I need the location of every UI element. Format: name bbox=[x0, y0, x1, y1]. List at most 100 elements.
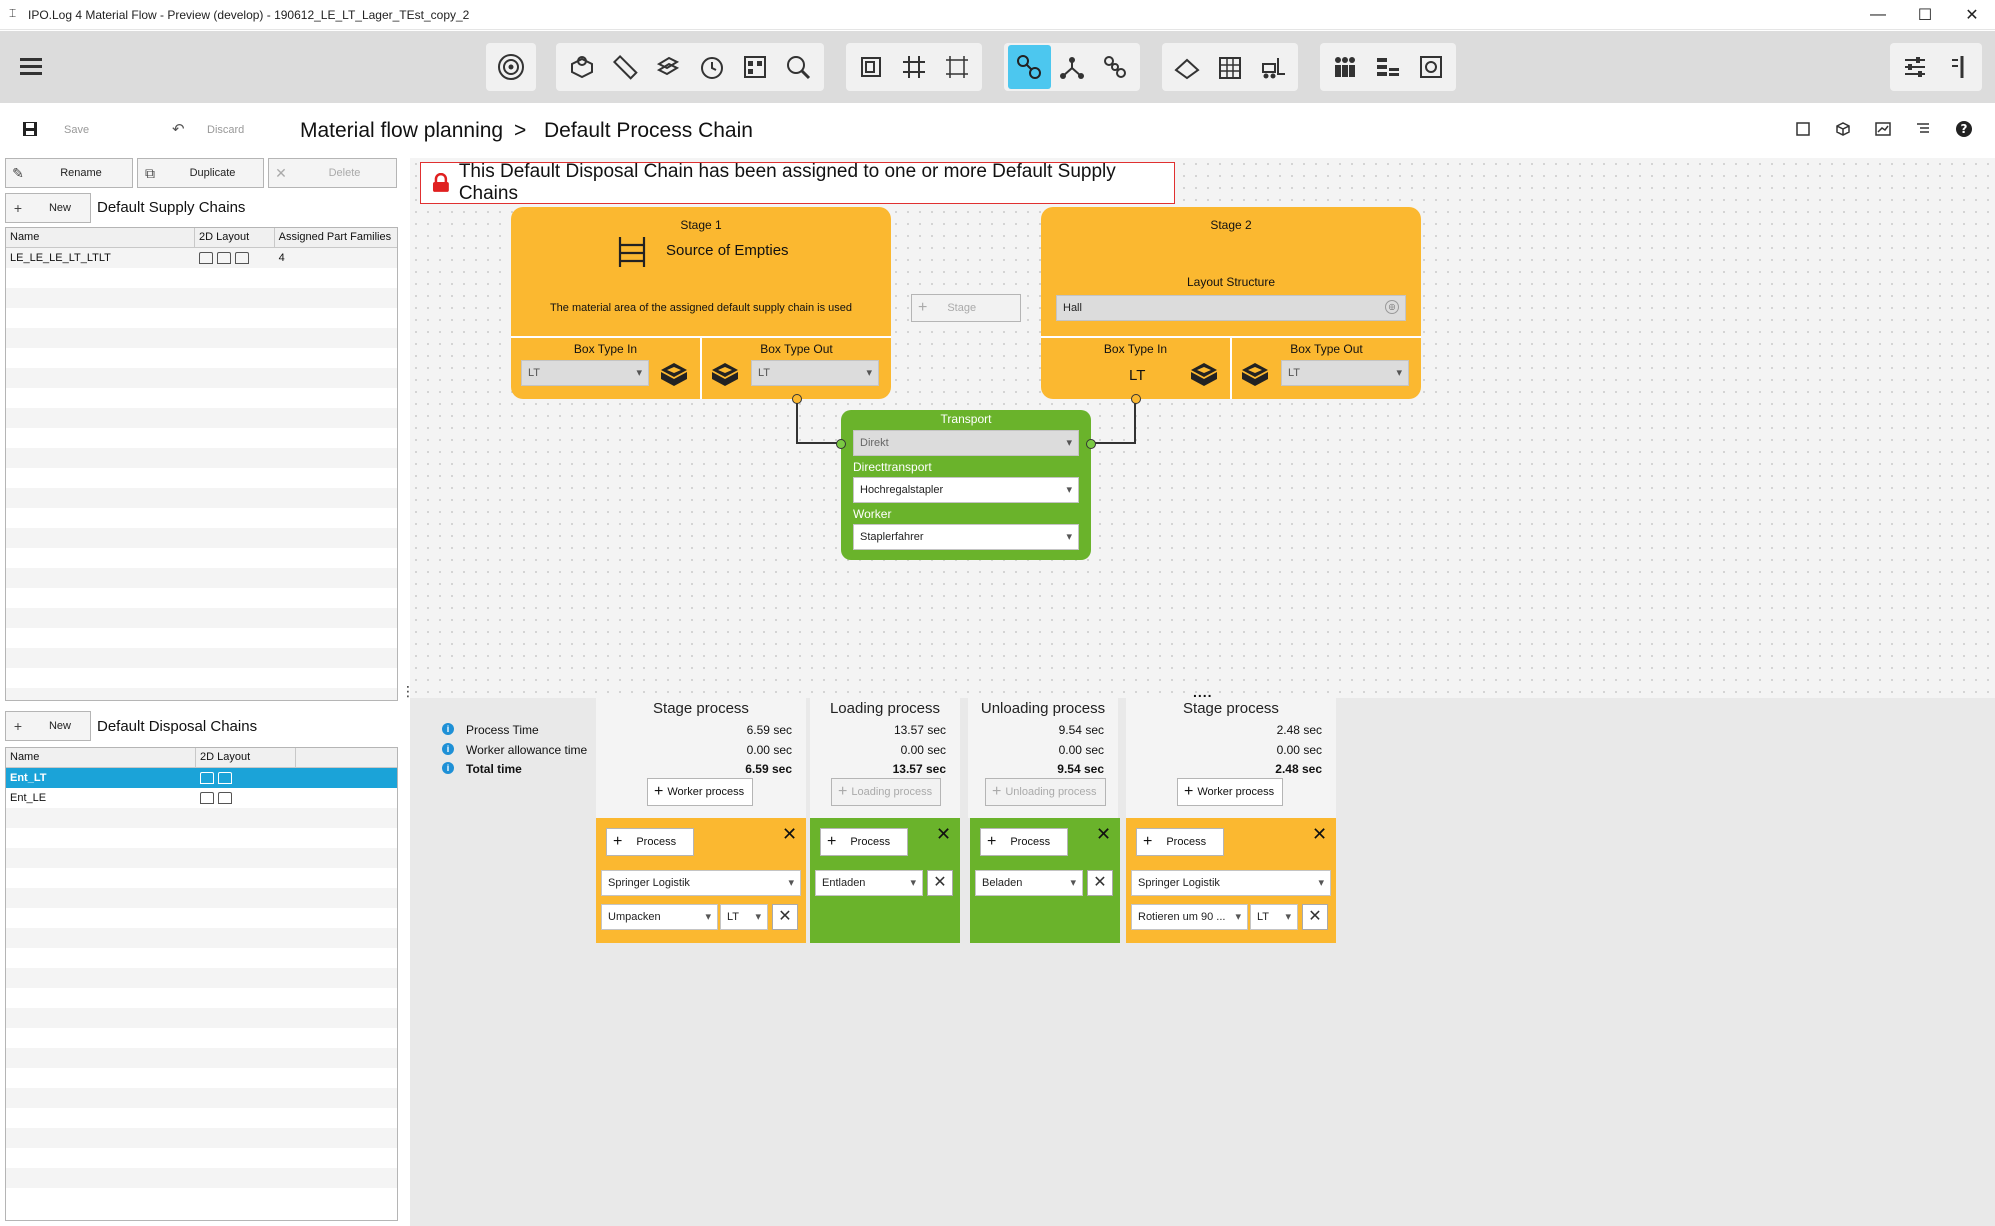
provider-select[interactable]: Springer Logistik bbox=[601, 870, 801, 896]
network-icon[interactable] bbox=[1051, 45, 1094, 89]
add-unloading-process-button[interactable]: +Unloading process bbox=[985, 778, 1106, 806]
help-icon[interactable]: ? bbox=[1955, 120, 1973, 141]
rename-button[interactable]: ✎Rename bbox=[5, 158, 133, 188]
cost-stack-icon[interactable] bbox=[1367, 45, 1410, 89]
provider-select[interactable]: Springer Logistik bbox=[1131, 870, 1331, 896]
stage-1-card[interactable]: Stage 1 Source of Empties The material a… bbox=[511, 207, 891, 399]
ruler-icon[interactable] bbox=[603, 45, 646, 89]
remove-card-icon[interactable]: ✕ bbox=[936, 824, 952, 844]
target-icon[interactable] bbox=[490, 45, 532, 89]
save-icon[interactable] bbox=[22, 121, 38, 137]
process-select[interactable]: Umpacken bbox=[601, 904, 718, 930]
delete-button[interactable]: ✕Delete bbox=[268, 158, 397, 188]
minimize-button[interactable]: — bbox=[1870, 6, 1886, 23]
info-icon[interactable]: i bbox=[442, 723, 454, 735]
transport-card[interactable]: Transport Direkt Directtransport Hochreg… bbox=[841, 410, 1091, 560]
process-column: Loading process 13.57 sec 0.00 sec 13.57… bbox=[810, 698, 960, 818]
clock-icon[interactable] bbox=[690, 45, 733, 89]
new-disposal-chain-button[interactable]: +New bbox=[5, 711, 91, 741]
material-flow-link-icon[interactable] bbox=[1008, 45, 1051, 89]
layout-structure-field[interactable]: Hall ◎ bbox=[1056, 295, 1406, 321]
more-dots[interactable]: .... bbox=[1193, 684, 1213, 700]
connector-dot[interactable] bbox=[836, 439, 846, 449]
table-row[interactable]: LE_LE_LE_LT_LTLT 4 bbox=[6, 248, 397, 268]
search-analysis-icon[interactable] bbox=[777, 45, 820, 89]
forklift-icon[interactable] bbox=[1251, 45, 1294, 89]
hall-icon bbox=[217, 252, 232, 265]
box-type-out-select[interactable]: LT bbox=[751, 360, 879, 386]
maximize-button[interactable]: ☐ bbox=[1917, 7, 1933, 24]
parts-icon[interactable] bbox=[560, 45, 603, 89]
add-worker-process-button[interactable]: +Worker process bbox=[1177, 778, 1283, 806]
grid-icon[interactable] bbox=[893, 45, 936, 89]
plus-icon: + bbox=[838, 783, 848, 800]
box-select[interactable]: LT bbox=[720, 904, 768, 930]
new-supply-chain-button[interactable]: +New bbox=[5, 193, 91, 223]
transport-type-select[interactable]: Direkt bbox=[853, 430, 1079, 456]
box-type-in-select[interactable]: LT bbox=[521, 360, 649, 386]
target-picker-icon[interactable]: ◎ bbox=[1385, 300, 1399, 314]
settings-sliders-icon[interactable] bbox=[1894, 45, 1936, 89]
process-select[interactable]: Entladen bbox=[815, 870, 923, 896]
panel-toggle-icon[interactable] bbox=[1936, 45, 1978, 89]
remove-card-icon[interactable]: ✕ bbox=[782, 824, 798, 844]
export-frame-icon[interactable] bbox=[1409, 45, 1452, 89]
worker-select[interactable]: Staplerfahrer bbox=[853, 524, 1079, 550]
add-stage-button[interactable]: + Stage bbox=[911, 294, 1021, 322]
people-icon[interactable] bbox=[1324, 45, 1367, 89]
grid-calc-icon[interactable] bbox=[733, 45, 776, 89]
discard-icon[interactable]: ↶ bbox=[172, 121, 185, 138]
process-select[interactable]: Rotieren um 90 ... bbox=[1131, 904, 1248, 930]
connector-dot[interactable] bbox=[1131, 394, 1141, 404]
table-row[interactable]: Ent_LE bbox=[6, 788, 397, 808]
clear-icon[interactable]: ✕ bbox=[772, 904, 798, 930]
area-icon[interactable] bbox=[935, 45, 978, 89]
column-header[interactable]: Name bbox=[6, 748, 196, 767]
discard-button[interactable]: Discard bbox=[207, 124, 245, 136]
clear-icon[interactable]: ✕ bbox=[927, 870, 953, 896]
directtransport-select[interactable]: Hochregalstapler bbox=[853, 477, 1079, 503]
add-loading-process-button[interactable]: +Loading process bbox=[831, 778, 941, 806]
add-worker-process-button[interactable]: +Worker process bbox=[647, 778, 753, 806]
box-select[interactable]: LT bbox=[1250, 904, 1298, 930]
column-header[interactable]: 2D Layout bbox=[195, 228, 275, 247]
hamburger-menu-icon[interactable] bbox=[16, 53, 46, 81]
column-header[interactable]: Assigned Part Families bbox=[278, 231, 392, 243]
breadcrumb-root[interactable]: Material flow planning bbox=[300, 119, 504, 142]
cube-view-icon[interactable] bbox=[1835, 121, 1851, 140]
clear-icon[interactable]: ✕ bbox=[1087, 870, 1113, 896]
conveyor-icon[interactable] bbox=[1166, 45, 1209, 89]
box-stack-icon[interactable] bbox=[647, 45, 690, 89]
worker-label: Worker bbox=[853, 507, 892, 521]
connector-dot[interactable] bbox=[1086, 439, 1096, 449]
add-process-button[interactable]: +Process bbox=[1136, 828, 1224, 856]
chain-link-icon[interactable] bbox=[1093, 45, 1136, 89]
box-icon bbox=[1239, 358, 1271, 390]
fit-view-icon[interactable] bbox=[1795, 121, 1811, 140]
save-button[interactable]: Save bbox=[64, 124, 90, 136]
box-type-out-select[interactable]: LT bbox=[1281, 360, 1409, 386]
process-select[interactable]: Beladen bbox=[975, 870, 1083, 896]
shelf-icon[interactable] bbox=[1209, 45, 1252, 89]
clear-icon[interactable]: ✕ bbox=[1302, 904, 1328, 930]
column-header[interactable]: 2D Layout bbox=[196, 748, 296, 767]
stage-2-card[interactable]: Stage 2 Layout Structure Hall ◎ Box Type… bbox=[1041, 207, 1421, 399]
info-icon[interactable]: i bbox=[442, 743, 454, 755]
add-process-button[interactable]: +Process bbox=[606, 828, 694, 856]
remove-card-icon[interactable]: ✕ bbox=[1312, 824, 1328, 844]
add-process-button[interactable]: +Process bbox=[820, 828, 908, 856]
layout-frame-icon[interactable] bbox=[850, 45, 893, 89]
box-type-out-label: Box Type Out bbox=[760, 342, 833, 356]
breadcrumb-separator: > bbox=[514, 119, 527, 142]
tree-list-icon[interactable] bbox=[1915, 121, 1931, 140]
table-row-selected[interactable]: Ent_LT bbox=[6, 768, 397, 788]
connector-dot[interactable] bbox=[792, 394, 802, 404]
close-button[interactable]: ✕ bbox=[1965, 7, 1979, 24]
chart-view-icon[interactable] bbox=[1875, 121, 1891, 140]
supply-chains-title: Default Supply Chains bbox=[97, 199, 246, 216]
column-header[interactable]: Name bbox=[6, 228, 196, 247]
info-icon[interactable]: i bbox=[442, 762, 454, 774]
remove-card-icon[interactable]: ✕ bbox=[1096, 824, 1112, 844]
add-process-button[interactable]: +Process bbox=[980, 828, 1068, 856]
duplicate-button[interactable]: ⧉Duplicate bbox=[137, 158, 264, 188]
